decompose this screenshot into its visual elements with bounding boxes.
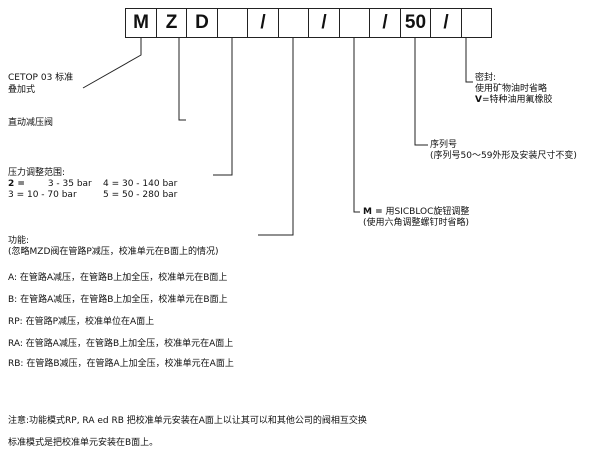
leader-pressure — [213, 38, 233, 176]
function-item-ra: RA: 在管路A减压，在管路B上加全压，校准单元在A面上 — [8, 339, 233, 350]
leader-seal — [465, 38, 473, 83]
pressure-2-value: 3 - 35 bar — [47, 179, 92, 189]
serial-note: (序列号50～59外形及安装尺寸不变) — [430, 151, 577, 161]
cetop-label: CETOP 03 标准 — [8, 73, 74, 83]
adjust-option: M = 用SICBLOC旋钮调整 — [363, 207, 469, 218]
leader-serial — [414, 38, 428, 146]
direct-label: 直动减压阀 — [8, 118, 54, 128]
leader-function — [258, 38, 294, 236]
serial-title: 序列号 — [430, 140, 458, 150]
function-text: 在管路A减压，在管路B上加全压，校准单元在B面上 — [17, 273, 228, 283]
function-item-b: B: 在管路A减压，在管路B上加全压，校准单元在B面上 — [8, 295, 228, 306]
pressure-3: 3 = 10 - 70 bar — [8, 190, 77, 200]
function-key: A: — [8, 273, 18, 283]
function-title: 功能: — [8, 236, 30, 246]
seal-v: V=特种油用氟橡胶 — [475, 95, 553, 106]
seal-title: 密封: — [475, 73, 497, 83]
function-key: RB: — [8, 359, 24, 369]
code-box-12 — [461, 8, 492, 38]
adjust-text: 用SICBLOC旋钮调整 — [385, 207, 470, 217]
mounting-label: 叠加式 — [8, 85, 36, 95]
note-line-2: 标准模式是把校准单元安装在B面上。 — [8, 438, 159, 448]
leader-direct — [178, 38, 186, 121]
function-key: RA: — [8, 339, 23, 349]
function-note: (忽略MZD阀在管路P减压，校准单元在B面上的情况) — [8, 247, 219, 257]
note-line-1: 注意:功能模式RP, RA ed RB 把校准单元安装在A面上以让其可以和其他公… — [8, 416, 367, 426]
function-text: 在管路B减压，在管路A上加全压，校准单元在A面上 — [23, 359, 234, 369]
seal-v-text: =特种油用氟橡胶 — [481, 95, 553, 105]
leader-cetop — [82, 38, 142, 89]
seal-mineral: 使用矿物油时省略 — [475, 84, 548, 94]
leader-adjust — [353, 38, 360, 213]
pressure-title: 压力调整范围: — [8, 168, 66, 178]
function-text: 在管路A减压，在管路B上加全压，校准单元在B面上 — [17, 295, 228, 305]
pressure-2: 2 = 3 - 35 bar — [8, 179, 92, 190]
function-text: 在管路A减压，在管路B上加全压，校准单元在A面上 — [22, 339, 234, 349]
seal-v-key: V — [475, 95, 482, 105]
pressure-5: 5 = 50 - 280 bar — [103, 190, 178, 200]
function-text: 在管路P减压，校准单位在A面上 — [22, 317, 155, 327]
function-key: RP: — [8, 317, 23, 327]
function-item-rb: RB: 在管路B减压，在管路A上加全压，校准单元在A面上 — [8, 359, 234, 370]
pressure-4: 4 = 30 - 140 bar — [103, 179, 178, 189]
pressure-2-key: 2 = — [8, 179, 25, 189]
function-item-rp: RP: 在管路P减压，校准单位在A面上 — [8, 317, 154, 328]
adjust-key: M = — [363, 207, 383, 217]
function-key: B: — [8, 295, 18, 305]
adjust-note: (使用六角调整螺钉时省略) — [363, 218, 470, 228]
function-item-a: A: 在管路A减压，在管路B上加全压，校准单元在B面上 — [8, 273, 227, 284]
